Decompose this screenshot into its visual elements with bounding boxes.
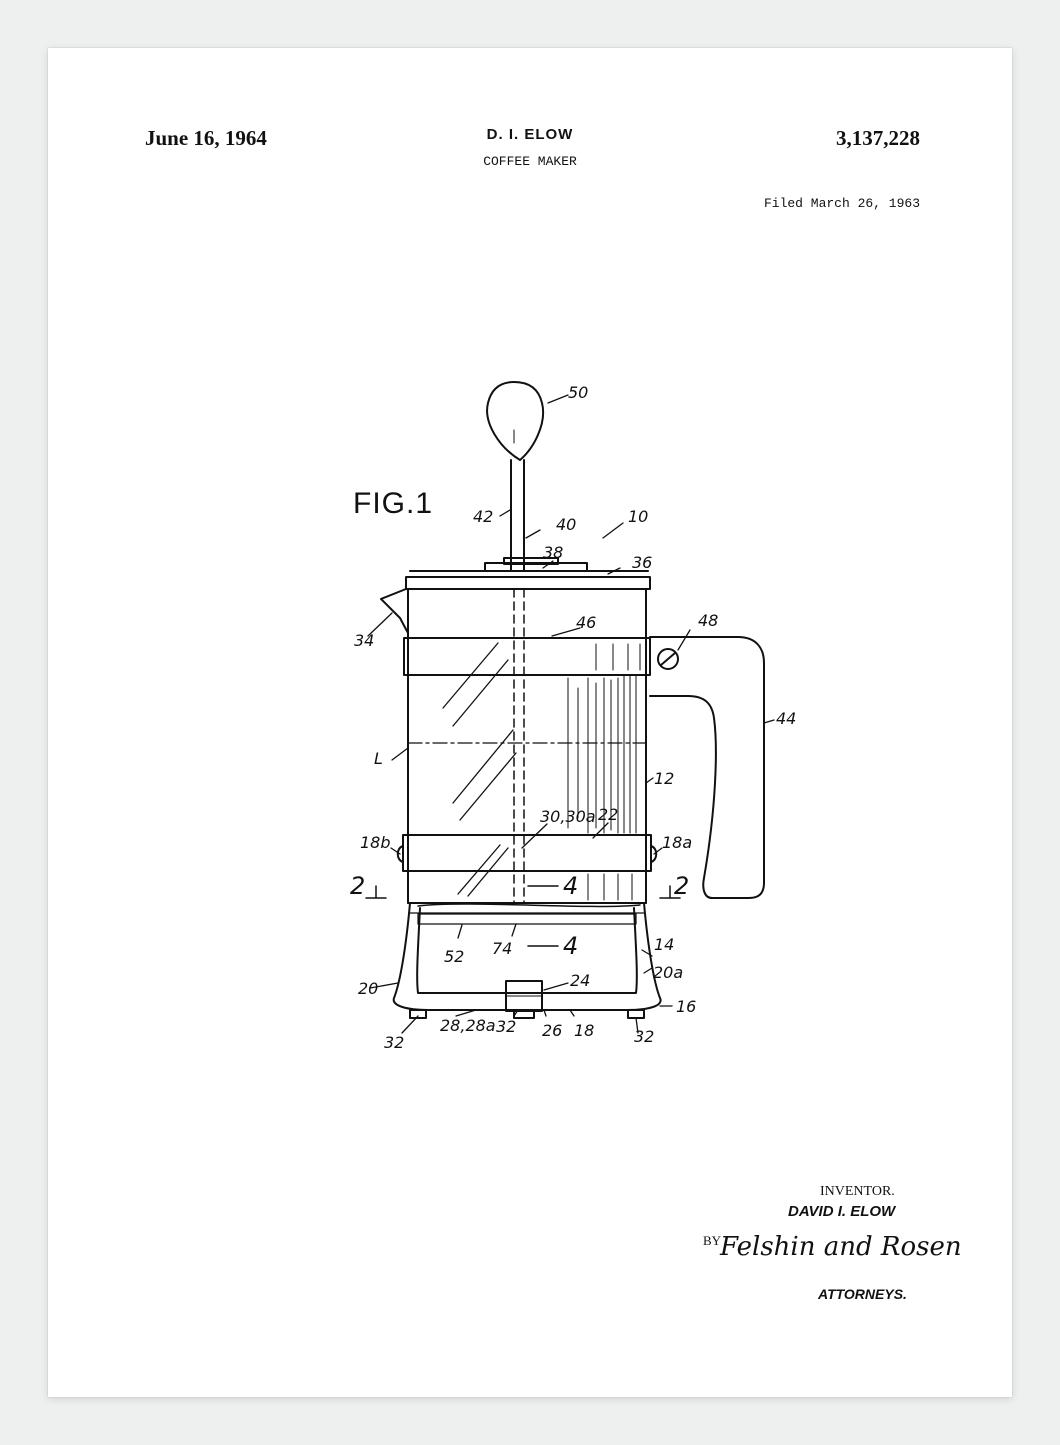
upper-band (403, 637, 651, 676)
ref-32-center: 32 (496, 1017, 516, 1036)
ref-30-30a: 30,30a (540, 807, 596, 826)
ref-18: 18 (574, 1021, 594, 1040)
handle (649, 636, 765, 899)
ref-18b: 18b (360, 833, 391, 852)
handle-screw (657, 648, 679, 670)
figure-label: FIG.1 (353, 487, 433, 520)
inventor-name: DAVID I. ELOW (788, 1203, 896, 1220)
by-label: BY (703, 1233, 722, 1248)
shading-lines (567, 643, 641, 901)
leader-lines (367, 394, 775, 1034)
foot-right (627, 1009, 645, 1019)
ref-28-28a: 28,28a (440, 1016, 496, 1035)
attorneys-signature: Felshin and Rosen (720, 1232, 962, 1262)
ref-2-right: 2 (674, 872, 689, 900)
ref-4-top: 4 (563, 872, 578, 900)
ref-42: 42 (473, 507, 493, 526)
lower-band (402, 834, 652, 872)
ref-20a: 20a (653, 963, 683, 982)
carafe-body (407, 588, 647, 904)
ref-20: 20 (358, 979, 378, 998)
ref-10: 10 (628, 507, 648, 526)
issue-date: June 16, 1964 (145, 126, 267, 150)
ref-12: 12 (654, 769, 674, 788)
ref-46: 46 (576, 613, 596, 632)
glass-reflection-lines (442, 642, 517, 897)
ref-32-left: 32 (384, 1033, 404, 1052)
foot-left (409, 1009, 427, 1019)
ref-14: 14 (654, 935, 674, 954)
ref-36: 36 (632, 553, 652, 572)
ref-74: 74 (492, 939, 512, 958)
inventor-label: INVENTOR. (820, 1184, 895, 1199)
coffee-maker-drawing: FIG.1 (350, 381, 796, 1052)
attorneys-label: ATTORNEYS. (818, 1286, 907, 1302)
ref-4-bottom: 4 (563, 932, 578, 960)
filter-screen (417, 913, 637, 925)
spout (380, 588, 409, 634)
ref-52: 52 (444, 947, 464, 966)
patent-sheet: June 16, 1964 D. I. ELOW COFFEE MAKER 3,… (48, 48, 1012, 1397)
patent-title: COFFEE MAKER (483, 154, 577, 169)
ref-26: 26 (542, 1021, 562, 1040)
filed-date: Filed March 26, 1963 (763, 196, 920, 211)
ref-34: 34 (354, 631, 374, 650)
inventor-short: D. I. ELOW (486, 126, 574, 143)
ref-18a: 18a (662, 833, 692, 852)
ref-38: 38 (543, 543, 563, 562)
ref-2-left: 2 (350, 872, 365, 900)
ref-16: 16 (676, 997, 696, 1016)
patent-number: 3,137,228 (836, 126, 920, 150)
ref-L: L (374, 749, 383, 768)
knob (486, 381, 545, 461)
lid (405, 576, 651, 590)
ref-24: 24 (570, 971, 590, 990)
ref-32-right: 32 (634, 1027, 654, 1046)
ref-22: 22 (598, 805, 618, 824)
ref-40: 40 (556, 515, 576, 534)
ref-50: 50 (568, 383, 588, 402)
ref-44: 44 (776, 709, 796, 728)
ref-48: 48 (698, 611, 718, 630)
